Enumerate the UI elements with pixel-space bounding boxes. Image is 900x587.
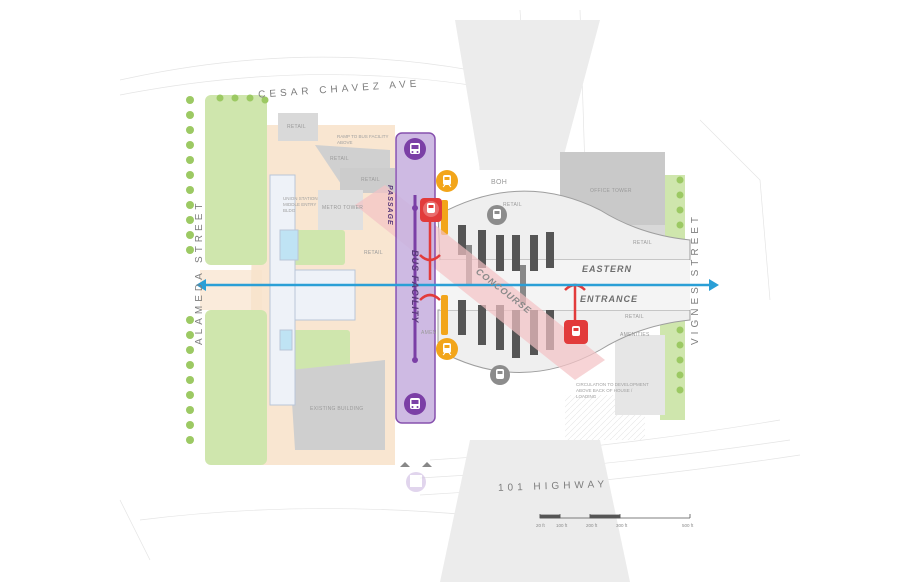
label-eastern: EASTERN	[582, 264, 633, 274]
bus-icon	[404, 393, 426, 415]
label-passage: PASSAGE	[386, 185, 393, 226]
label-union-station: UNION STATION MIDDLE ENTRY BLDG	[283, 196, 318, 213]
east-west-axis	[196, 279, 719, 291]
scale-label: 500 ft	[682, 523, 694, 528]
train-icon	[487, 205, 507, 225]
arrow-icon	[400, 462, 410, 467]
label-retail: RETAIL	[364, 250, 383, 256]
scale-label: 300 ft	[616, 523, 628, 528]
railyard-tracks	[440, 20, 630, 582]
street-label-east: VIGNES STREET	[690, 212, 701, 345]
label-office-tower: OFFICE TOWER	[590, 188, 632, 194]
rail-icon	[420, 198, 442, 222]
label-retail: RETAIL	[503, 202, 522, 208]
label-circulation: CIRCULATION TO DEVELOPMENT ABOVE BACK OF…	[576, 382, 649, 399]
bus-icon	[404, 138, 426, 160]
label-boh: BOH	[491, 179, 508, 186]
scale-label: 20 ft	[536, 523, 545, 528]
label-entrance: ENTRANCE	[580, 294, 639, 304]
label-amen: AMEN	[421, 330, 437, 336]
union-station	[269, 174, 356, 406]
label-retail: RETAIL	[361, 177, 380, 183]
scale-label: 200 ft	[586, 523, 598, 528]
bus-icon-south-dim	[406, 472, 426, 492]
light-rail-icon	[436, 170, 458, 192]
label-amenities: AMENITIES	[620, 332, 650, 338]
rail-icon	[564, 320, 588, 344]
street-label-west: ALAMEDA STREET	[194, 199, 205, 345]
label-retail: RETAIL	[287, 124, 306, 130]
train-icon	[490, 365, 510, 385]
label-ramp: RAMP TO BUS FACILITY ABOVE	[337, 134, 389, 145]
label-retail: RETAIL	[633, 240, 652, 246]
light-rail-icon	[436, 338, 458, 360]
arrow-icon	[422, 462, 432, 467]
label-bus-facility: BUS FACILITY	[410, 250, 420, 324]
scale-label: 100 ft	[556, 523, 568, 528]
label-existing-building: EXISTING BUILDING	[310, 406, 364, 412]
label-mta-tower: METRO TOWER	[322, 205, 364, 211]
label-retail: RETAIL	[625, 314, 644, 320]
trees	[186, 94, 684, 444]
scale-bar	[539, 514, 691, 519]
label-retail: RETAIL	[330, 156, 349, 162]
light-rail-platforms	[441, 200, 448, 335]
